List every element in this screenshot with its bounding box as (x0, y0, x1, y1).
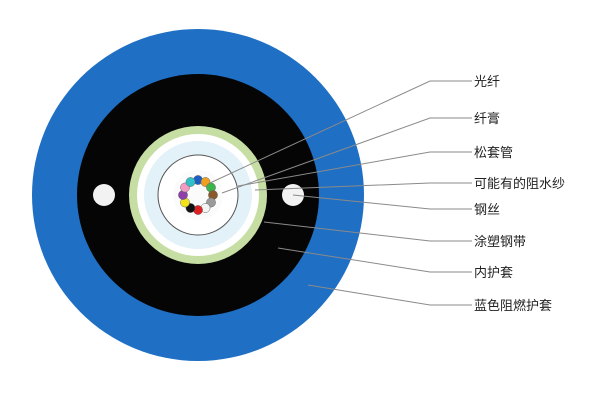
leader-line-outer-sheath (307, 284, 472, 306)
leader-line-inner-sheath (277, 247, 472, 273)
leader-line-steel-tape (263, 221, 472, 242)
label-water-block: 可能有的阻水纱 (474, 176, 565, 192)
leader-line-fiber (209, 80, 472, 184)
label-steel-wire: 钢丝 (474, 203, 500, 218)
label-inner-sheath: 内护套 (474, 265, 513, 281)
leader-line-steel-wire (292, 194, 472, 210)
leader-line-gel (221, 117, 472, 194)
label-steel-tape: 涂塑钢带 (474, 234, 526, 250)
label-outer-sheath: 蓝色阻燃护套 (474, 298, 552, 314)
leader-line-water-block (254, 182, 472, 191)
label-loose-tube: 松套管 (474, 145, 513, 161)
fiber-bundle (178, 175, 218, 215)
label-fiber: 光纤 (474, 75, 500, 90)
leader-line-loose-tube (237, 151, 472, 187)
fiber (185, 177, 196, 187)
steel-wire-left (93, 184, 115, 206)
label-gel: 纤膏 (474, 111, 500, 127)
